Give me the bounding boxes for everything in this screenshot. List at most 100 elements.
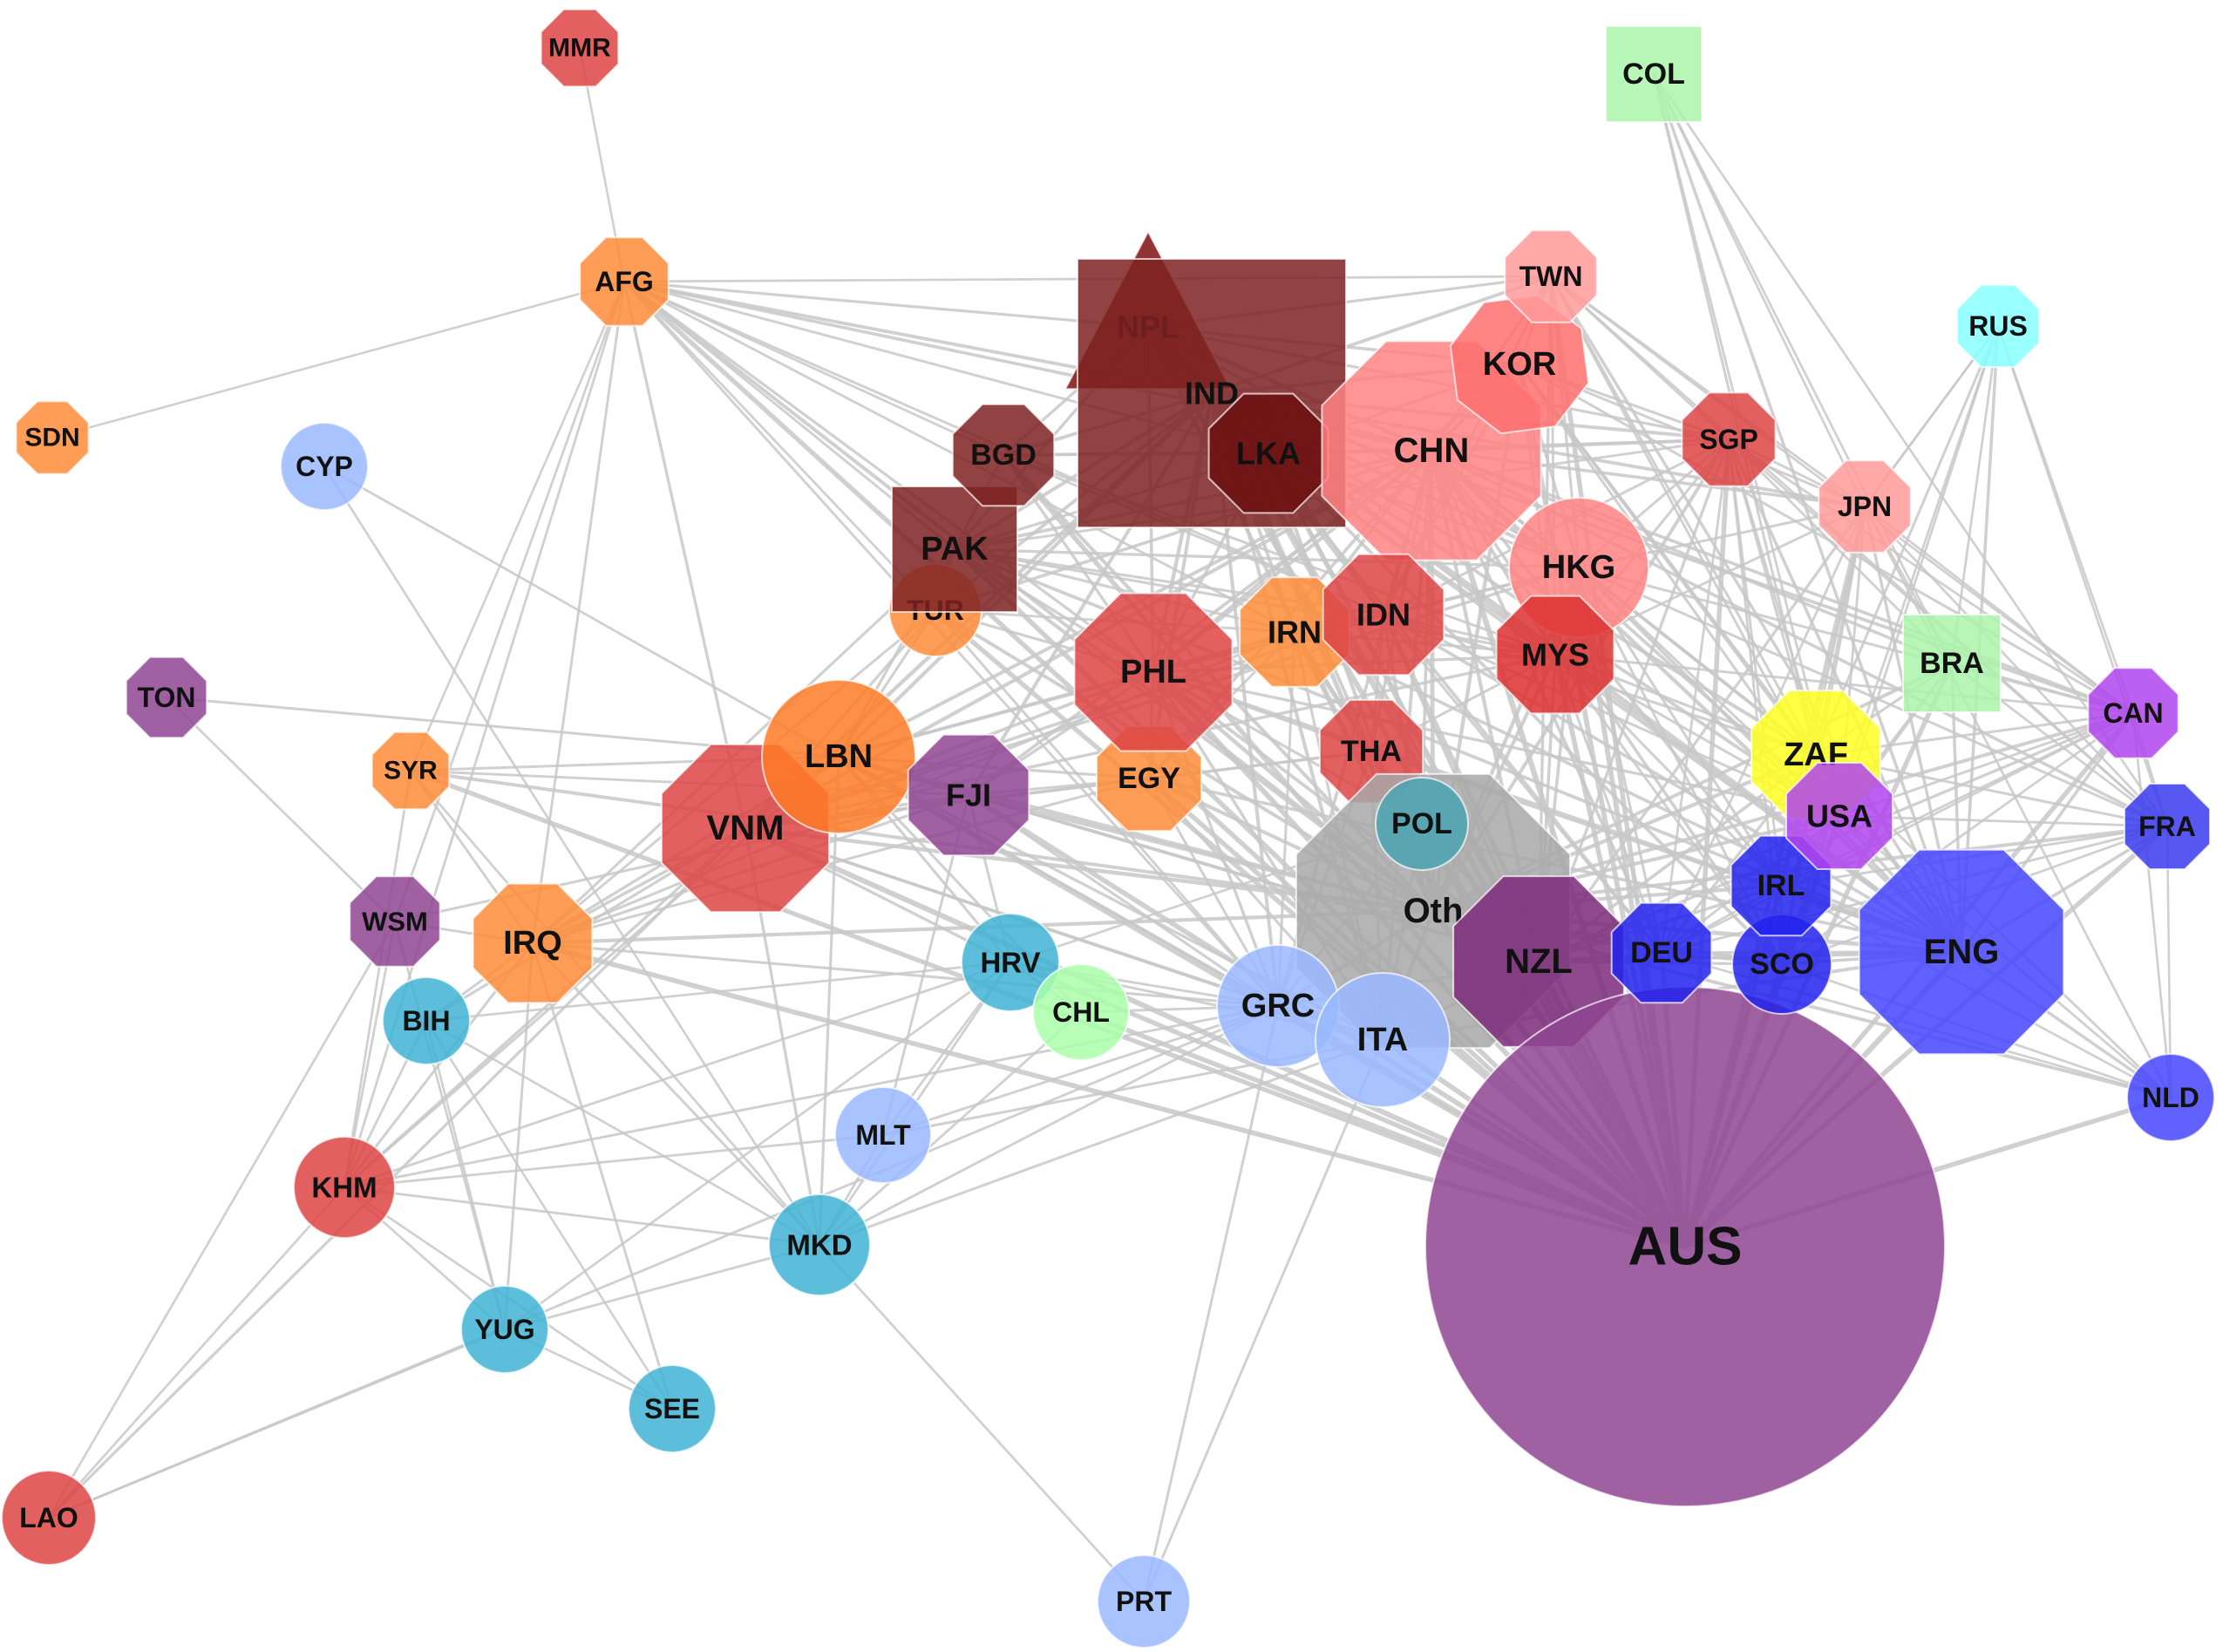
node-bra: BRA bbox=[1902, 614, 2002, 713]
edge-khm-mkd bbox=[343, 1186, 821, 1247]
node-shape-see bbox=[628, 1364, 717, 1453]
node-hrv: HRV bbox=[961, 913, 1060, 1012]
edge-jpn-can bbox=[1863, 505, 2135, 715]
node-syr: SYR bbox=[370, 731, 451, 811]
node-label-ton: TON bbox=[138, 682, 196, 713]
node-shape-bra bbox=[1902, 614, 2002, 713]
edge-col-fra bbox=[1652, 72, 2169, 828]
node-label-see: SEE bbox=[644, 1393, 700, 1424]
node-label-bra: BRA bbox=[1920, 647, 1984, 680]
node-label-yug: YUG bbox=[474, 1314, 534, 1345]
edge-mys-can bbox=[1553, 653, 2135, 715]
node-label-wsm: WSM bbox=[362, 907, 428, 937]
node-label-col: COL bbox=[1622, 58, 1685, 91]
edge-prt-ita bbox=[1142, 1038, 1384, 1603]
node-label-prt: PRT bbox=[1116, 1586, 1172, 1617]
node-shape-bih bbox=[382, 976, 471, 1065]
node-label-mkd: MKD bbox=[786, 1229, 852, 1261]
node-shape-ton bbox=[125, 656, 208, 739]
edge-sgp-deu bbox=[1660, 438, 1730, 955]
node-label-ita: ITA bbox=[1357, 1022, 1408, 1058]
node-shape-afg bbox=[579, 236, 670, 327]
node-label-mys: MYS bbox=[1521, 637, 1589, 673]
node-phl: PHL bbox=[1073, 592, 1234, 752]
edge-mlt-grc bbox=[881, 1004, 1280, 1137]
node-kor: KOR bbox=[1449, 294, 1590, 435]
node-lao: LAO bbox=[1, 1470, 97, 1566]
node-shape-mmr bbox=[540, 8, 620, 88]
node-bih: BIH bbox=[382, 976, 471, 1065]
node-shape-usa bbox=[1785, 762, 1893, 870]
node-fji: FJI bbox=[907, 733, 1030, 857]
node-label-eng: ENG bbox=[1924, 933, 2000, 971]
node-pak: PAK bbox=[891, 486, 1018, 613]
node-shape-mys bbox=[1495, 595, 1615, 715]
node-label-usa: USA bbox=[1806, 799, 1873, 834]
edge-afg-vnm bbox=[622, 280, 747, 830]
node-lbn: LBN bbox=[761, 679, 916, 834]
node-rus: RUS bbox=[1955, 283, 2041, 369]
node-shape-yug bbox=[460, 1285, 549, 1374]
edge-irq-mkd bbox=[531, 942, 821, 1247]
node-shape-pol bbox=[1375, 777, 1469, 871]
node-shape-wsm bbox=[349, 875, 441, 968]
node-shape-lbn bbox=[761, 679, 916, 834]
edge-ton-wsm bbox=[165, 696, 397, 923]
node-shape-bgd bbox=[951, 403, 1056, 507]
node-irq: IRQ bbox=[472, 882, 594, 1004]
node-grc: GRC bbox=[1216, 944, 1340, 1068]
node-shape-jpn bbox=[1818, 459, 1912, 554]
node-see: SEE bbox=[628, 1364, 717, 1453]
edge-irq-yug bbox=[503, 942, 534, 1331]
node-label-twn: TWN bbox=[1519, 261, 1583, 292]
node-nld: NLD bbox=[2126, 1053, 2215, 1142]
node-label-aus: AUS bbox=[1628, 1217, 1743, 1277]
node-label-pak: PAK bbox=[921, 531, 989, 568]
edge-syr-mkd bbox=[409, 769, 821, 1247]
edge-yug-hrv bbox=[503, 961, 1012, 1331]
edge-idn-eng bbox=[1382, 613, 1963, 954]
node-label-khm: KHM bbox=[311, 1172, 377, 1204]
node-shape-ita bbox=[1315, 972, 1451, 1108]
edge-syr-khm bbox=[343, 769, 412, 1189]
node-shape-col bbox=[1605, 25, 1703, 123]
node-shape-pak bbox=[891, 486, 1018, 613]
edge-irn-grc bbox=[1276, 630, 1296, 1008]
node-label-lbn: LBN bbox=[805, 738, 873, 775]
edge-lao-vnm bbox=[47, 826, 747, 1519]
node-label-tha: THA bbox=[1341, 735, 1402, 768]
node-ita: ITA bbox=[1315, 972, 1451, 1108]
node-label-can: CAN bbox=[2103, 697, 2163, 729]
node-shape-lka bbox=[1207, 392, 1329, 514]
node-shape-syr bbox=[370, 731, 451, 811]
edge-fji-grc bbox=[967, 793, 1280, 1008]
edge-col-eng bbox=[1652, 72, 1963, 954]
node-bgd: BGD bbox=[951, 403, 1056, 507]
edge-afg-npl bbox=[622, 280, 1150, 329]
node-label-bih: BIH bbox=[402, 1005, 450, 1037]
edge-prt-grc bbox=[1142, 1004, 1280, 1603]
edge-jpn-nld bbox=[1863, 505, 2172, 1099]
node-label-mlt: MLT bbox=[855, 1119, 911, 1151]
edge-cyp-mkd bbox=[323, 465, 821, 1247]
node-shape-cyp bbox=[280, 422, 369, 511]
node-usa: USA bbox=[1785, 762, 1893, 870]
edge-pak-hkg bbox=[953, 547, 1581, 569]
node-label-bgd: BGD bbox=[970, 438, 1037, 472]
edge-col-bra bbox=[1652, 72, 1954, 665]
node-mkd: MKD bbox=[768, 1193, 871, 1296]
edge-mkd-grc bbox=[818, 1004, 1280, 1247]
node-shape-can bbox=[2087, 667, 2179, 759]
node-egy: EGY bbox=[1095, 724, 1203, 833]
edge-afg-syr bbox=[409, 280, 626, 772]
node-eng: ENG bbox=[1858, 848, 2065, 1056]
node-shape-irq bbox=[472, 882, 594, 1004]
node-shape-prt bbox=[1097, 1554, 1191, 1649]
edge-lao-grc bbox=[47, 1004, 1280, 1519]
node-label-jpn: JPN bbox=[1838, 491, 1892, 522]
node-shape-fra bbox=[2124, 783, 2211, 870]
node-aus: AUS bbox=[1424, 986, 1946, 1507]
edge-bih-see bbox=[425, 1019, 674, 1411]
edge-irn-eng bbox=[1293, 630, 1963, 954]
node-shape-mkd bbox=[768, 1193, 871, 1296]
